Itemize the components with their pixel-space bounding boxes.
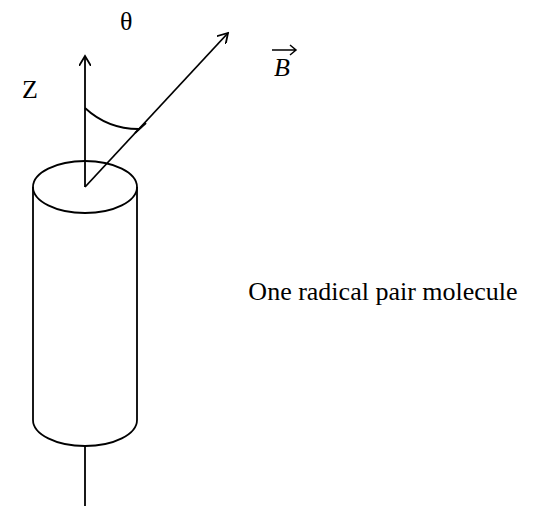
angle-tick — [135, 123, 146, 133]
field-vector — [85, 33, 228, 187]
axis-label: Z — [22, 74, 38, 105]
molecule-caption: One radical pair molecule — [238, 274, 528, 310]
vector-label: B — [274, 52, 290, 83]
z-axis — [84, 56, 86, 187]
angle-arc — [85, 108, 139, 129]
cylinder-molecule — [33, 161, 137, 506]
angle-symbol: θ — [120, 6, 132, 37]
